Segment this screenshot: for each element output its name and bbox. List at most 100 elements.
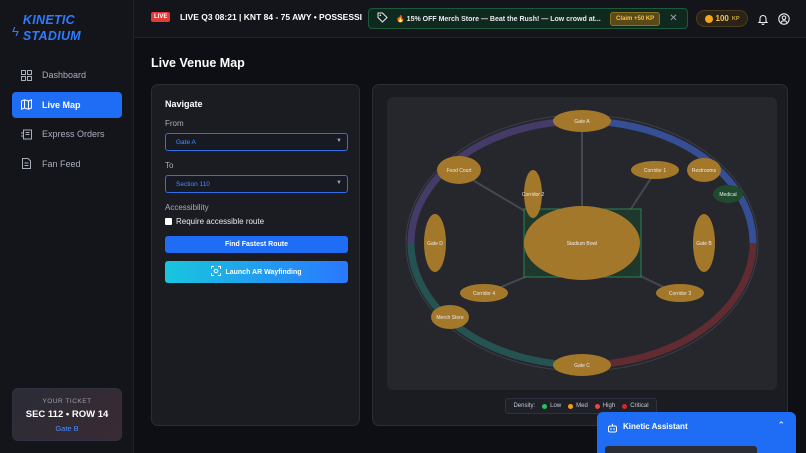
page-title: Live Venue Map: [151, 56, 245, 70]
accessibility-label: Accessibility: [165, 203, 209, 212]
concourse-segment-ne: [581, 117, 757, 244]
restrooms-node[interactable]: [687, 158, 721, 182]
promo-banner[interactable]: 🔥 15% OFF Merch Store — Beat the Rush! —…: [368, 8, 688, 29]
ar-icon: [211, 266, 222, 278]
navigate-panel: Navigate From Gate A ▼ To Section 110 ▼ …: [151, 84, 360, 426]
navigate-title: Navigate: [165, 99, 203, 109]
fire-icon: 🔥: [396, 15, 405, 23]
legend-high-dot: [594, 403, 600, 409]
sidebar-item-label: Fan Feed: [42, 158, 81, 169]
assistant-input-preview: [605, 446, 757, 453]
chevron-down-icon: ▼: [336, 180, 342, 186]
dashboard-icon: [21, 69, 32, 81]
sidebar-item-express-orders[interactable]: Express Orders: [12, 121, 122, 147]
claim-button[interactable]: Claim +50 KP: [610, 11, 661, 26]
legend-critical-label: Critical: [630, 403, 649, 409]
score-ticker: LIVE Q3 08:21 | KNT 84 - 75 AWY • POSSES…: [180, 12, 362, 22]
stadium-bowl-label: Stadium Bowl: [567, 241, 598, 247]
concourse-segment-se: [581, 242, 757, 369]
bolt-icon: ϟ: [12, 24, 19, 39]
ticket-card[interactable]: YOUR TICKET SEC 112 • ROW 14 Gate B: [12, 388, 122, 441]
sidebar-item-dashboard[interactable]: Dashboard: [12, 62, 122, 88]
legend-title: Density:: [513, 403, 536, 409]
medical-node[interactable]: [713, 185, 743, 203]
chevron-down-icon: ▼: [336, 138, 342, 144]
gate-c-label: Gate C: [574, 363, 590, 369]
corridor-1-node[interactable]: [631, 161, 679, 179]
points-unit: KP: [731, 15, 740, 22]
from-select-value: Gate A: [176, 138, 196, 146]
gate-a-node[interactable]: [553, 110, 611, 132]
points-badge[interactable]: 100 KP: [696, 10, 748, 27]
sidebar-item-label: Dashboard: [42, 70, 87, 80]
brand-name-line2: STADIUM: [22, 29, 82, 43]
legend-low-label: Low: [550, 403, 562, 409]
brand-name: KINETIC STADIUM: [23, 12, 81, 44]
legend-med-label: Med: [576, 403, 588, 409]
ticket-label: YOUR TICKET: [42, 398, 92, 405]
assistant-title: Kinetic Assistant: [623, 422, 688, 431]
gate-d-node[interactable]: [424, 214, 446, 272]
live-badge: LIVE: [151, 12, 171, 22]
gate-a-label: Gate A: [574, 119, 590, 125]
orders-icon: [21, 129, 32, 140]
food-court-label: Food Court: [446, 168, 472, 174]
connector-line: [626, 171, 656, 216]
assistant-widget[interactable]: Kinetic Assistant ⌃: [597, 412, 796, 453]
corridor-2-node[interactable]: [524, 170, 542, 218]
merch-store-node[interactable]: [431, 305, 469, 329]
from-select[interactable]: Gate A ▼: [165, 133, 348, 151]
close-icon[interactable]: ✕: [669, 13, 678, 24]
venue-map-svg: Stadium Bowl Gate A Gate C Gate D Gate B…: [405, 110, 759, 376]
sidebar-item-fan-feed[interactable]: Fan Feed: [12, 151, 122, 177]
sidebar-item-label: Live Map: [42, 99, 81, 110]
legend-low-dot: [542, 403, 548, 409]
sidebar-item-label: Express Orders: [42, 129, 105, 139]
brand-name-line1: KINETIC: [22, 13, 75, 27]
corridor-4-node[interactable]: [460, 284, 508, 302]
user-icon[interactable]: [778, 12, 790, 30]
promo-message: 15% OFF Merch Store — Beat the Rush! — L…: [406, 15, 601, 23]
gate-b-node[interactable]: [693, 214, 715, 272]
from-label: From: [165, 119, 184, 128]
coin-icon: [704, 14, 713, 23]
medical-label: Medical: [719, 192, 736, 198]
corridor-2-label: Corridor 2: [522, 192, 544, 198]
chevron-up-icon[interactable]: ⌃: [777, 420, 785, 430]
accessible-route-checkbox[interactable]: [165, 218, 172, 225]
corridor-3-node[interactable]: [656, 284, 704, 302]
feed-icon: [21, 158, 32, 169]
to-select-value: Section 110: [176, 180, 210, 188]
venue-map[interactable]: Stadium Bowl Gate A Gate C Gate D Gate B…: [387, 97, 777, 390]
venue-map-panel: Stadium Bowl Gate A Gate C Gate D Gate B…: [372, 84, 788, 426]
points-value: 100: [715, 14, 729, 23]
to-label: To: [165, 161, 174, 170]
food-court-node[interactable]: [437, 156, 481, 184]
ticket-seat: SEC 112 • ROW 14: [25, 409, 109, 420]
accessible-route-option[interactable]: Require accessible route: [165, 217, 264, 226]
sidebar-nav: Dashboard Live Map Express Orders Fan Fe…: [12, 62, 122, 180]
to-select[interactable]: Section 110 ▼: [165, 175, 348, 193]
sidebar-item-live-map[interactable]: Live Map: [12, 91, 122, 118]
accessible-route-label: Require accessible route: [176, 217, 265, 226]
gate-d-label: Gate D: [427, 241, 443, 247]
stadium-bowl-node[interactable]: [524, 206, 640, 280]
legend-med-dot: [568, 403, 574, 409]
concourse-segment-sw: [407, 242, 583, 369]
map-icon: [21, 99, 32, 110]
brand-logo[interactable]: ϟ KINETIC STADIUM: [12, 12, 81, 44]
ar-button-label: Launch AR Wayfinding: [225, 268, 302, 276]
ticket-gate: Gate B: [55, 424, 79, 433]
gate-c-node[interactable]: [553, 354, 611, 376]
find-route-button[interactable]: Find Fastest Route: [165, 236, 348, 253]
corridor-4-label: Corridor 4: [473, 291, 495, 297]
restrooms-label: Restrooms: [692, 168, 717, 174]
robot-icon: [607, 421, 618, 439]
sidebar: ϟ KINETIC STADIUM Dashboard Live Map: [0, 0, 134, 453]
ar-wayfinding-button[interactable]: Launch AR Wayfinding: [165, 261, 348, 283]
bell-icon[interactable]: [757, 12, 769, 30]
legend-critical-dot: [622, 403, 628, 409]
top-bar: LIVE LIVE Q3 08:21 | KNT 84 - 75 AWY • P…: [134, 0, 806, 38]
corridor-3-label: Corridor 3: [669, 291, 691, 297]
